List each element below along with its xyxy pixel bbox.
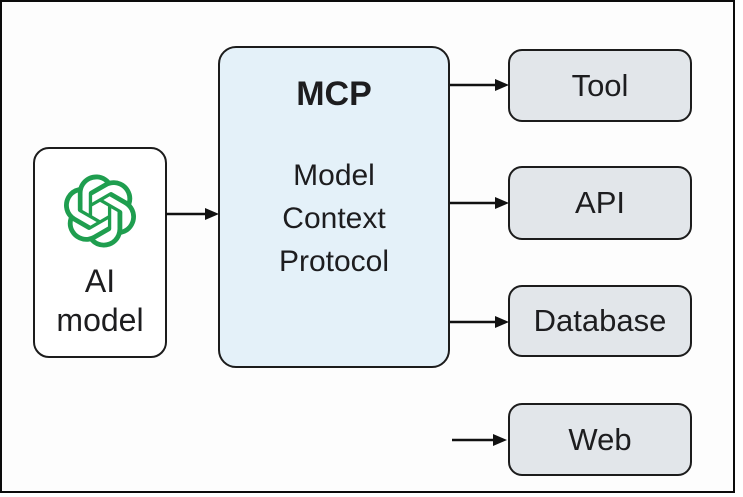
ai-model-label-line2: model [56, 302, 144, 338]
node-database: Database [508, 285, 692, 357]
node-mcp: MCP Model Context Protocol [218, 46, 450, 368]
mcp-subtitle: Model Context Protocol [279, 154, 389, 283]
api-label: API [575, 185, 625, 220]
openai-logo-icon [64, 174, 136, 248]
tool-label: Tool [571, 67, 629, 103]
node-web: Web [508, 403, 692, 476]
ai-model-label-line1: AI [84, 263, 116, 299]
node-tool: Tool [508, 49, 692, 122]
mcp-subtitle-line3: Protocol [278, 245, 390, 278]
ai-model-label: AI model [56, 262, 143, 340]
mcp-subtitle-line2: Context [282, 202, 386, 235]
web-label: Web [568, 421, 632, 457]
mcp-subtitle-line1: Model [293, 159, 375, 192]
database-label: Database [533, 303, 667, 338]
mcp-title: MCP [296, 75, 372, 113]
node-ai-model: AI model [33, 147, 167, 358]
node-api: API [508, 166, 692, 240]
